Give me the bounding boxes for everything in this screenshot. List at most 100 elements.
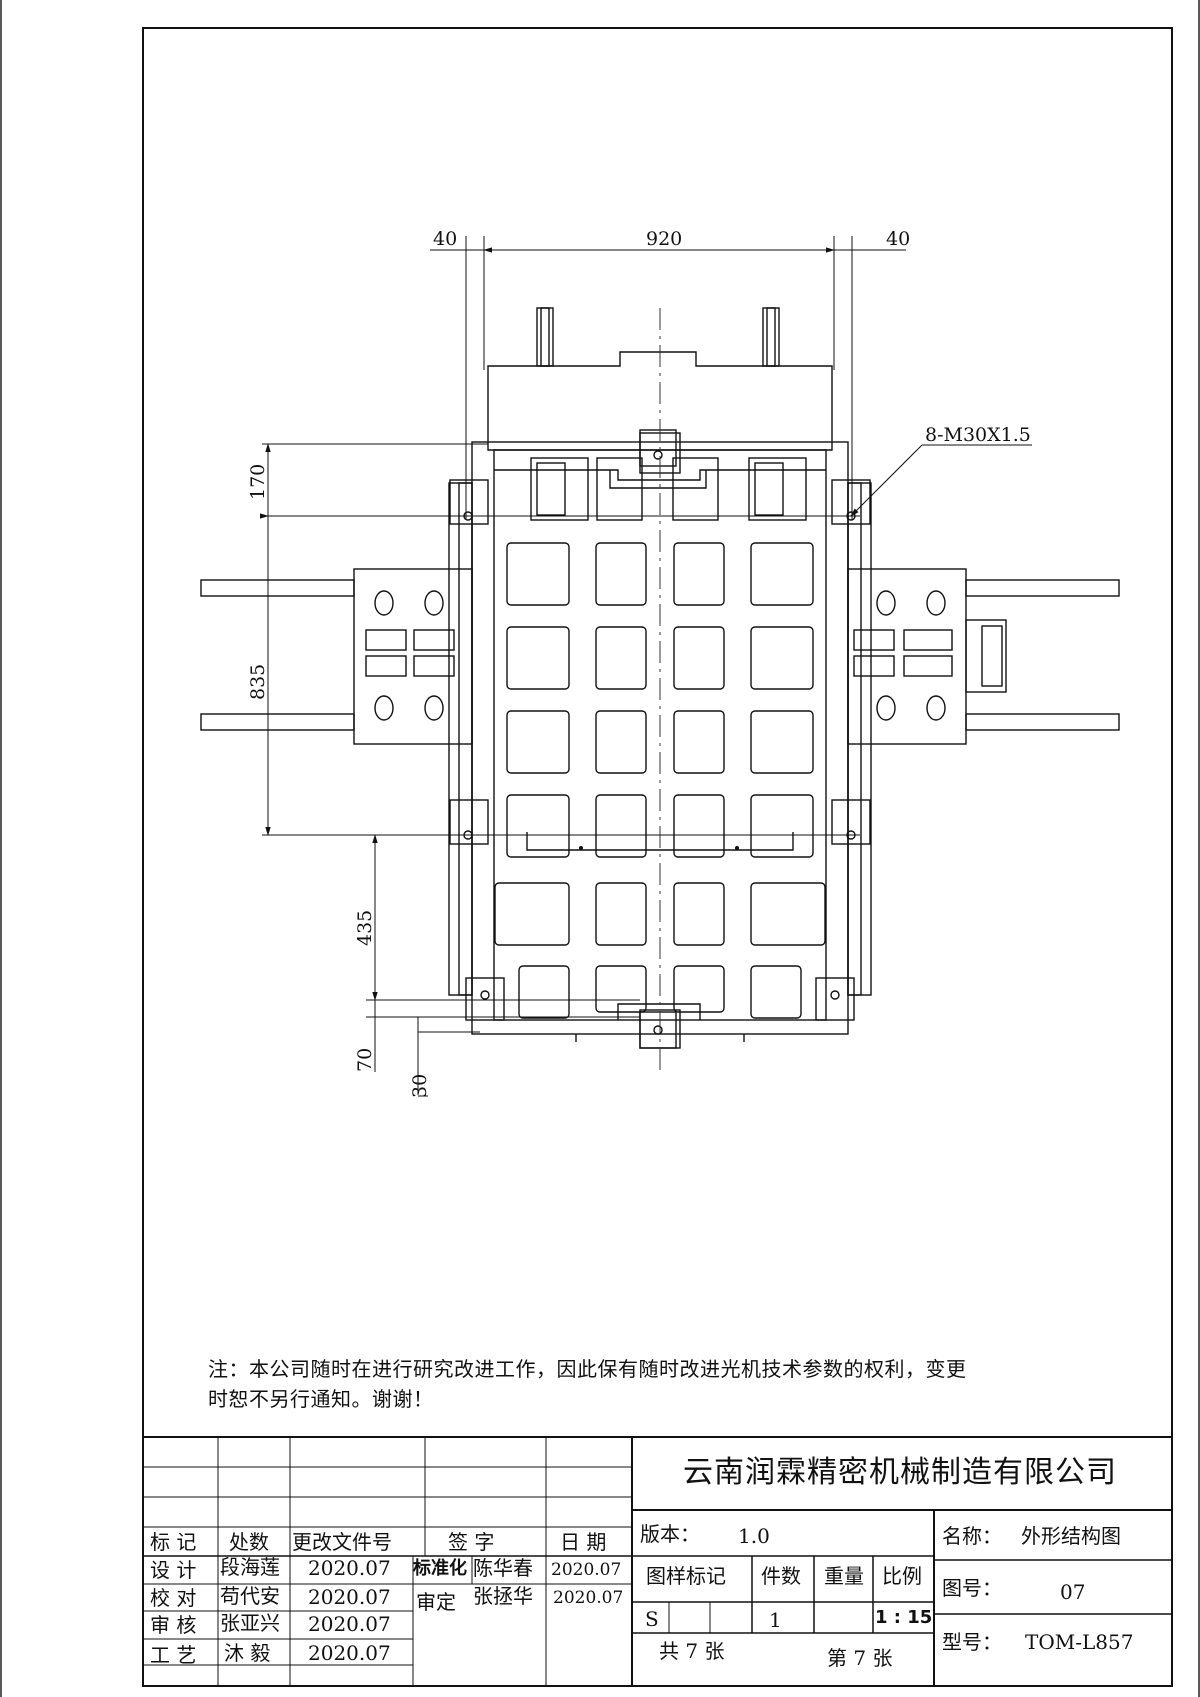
wing-slot (424, 590, 444, 616)
sheet-number: 第 7 张 (827, 1646, 893, 1670)
rail-left-2 (458, 482, 473, 996)
wing-cell (903, 655, 953, 677)
scale-value: 1 : 15 (875, 1607, 933, 1628)
mount-hole (480, 990, 490, 1000)
cell (673, 542, 725, 606)
wing-cell (413, 655, 455, 677)
left-arm-bottom (200, 713, 355, 731)
bottom-feet (575, 1034, 745, 1042)
wing-slot (374, 590, 394, 616)
thread-callout: 8-M30X1.5 (925, 424, 1031, 446)
mount-hole (653, 1025, 663, 1035)
cell (750, 542, 814, 606)
cell (595, 626, 647, 690)
cell (494, 882, 570, 946)
mount-block (831, 799, 871, 845)
wing-cell (853, 629, 895, 651)
cell (750, 965, 802, 1019)
cell (750, 710, 814, 774)
approval-name: 张拯华 (473, 1584, 533, 1608)
cell (673, 626, 725, 690)
mount-hole (653, 450, 663, 460)
drawing-no-value: 07 (1060, 1580, 1086, 1604)
cell (673, 965, 725, 1013)
mount-block (639, 429, 677, 467)
total-sheets: 共 7 张 (659, 1639, 725, 1663)
cell (750, 794, 814, 858)
machine-top-view (200, 307, 1120, 1049)
wing-cell (365, 655, 407, 677)
wing-cell (903, 629, 953, 651)
dimensions (262, 236, 1032, 1097)
rev-header-sign: 签 字 (448, 1530, 495, 1554)
approval-date: 2020.07 (553, 1588, 624, 1608)
cell (506, 626, 570, 690)
top-pocket (609, 470, 707, 489)
dim-40-right: 40 (886, 228, 910, 250)
wing-slot (876, 695, 896, 721)
name-value: 外形结构图 (1021, 1524, 1121, 1548)
stage-mark-value: S (645, 1607, 659, 1631)
standardization-name: 陈华春 (473, 1556, 533, 1580)
cell (595, 965, 647, 1013)
company-name: 云南润霖精密机械制造有限公司 (683, 1455, 1117, 1490)
header-stage-mark: 图样标记 (646, 1564, 726, 1588)
slot-block-tl-in (536, 462, 566, 516)
date-design: 2020.07 (308, 1556, 391, 1580)
top-post-left-face (540, 307, 550, 367)
cell (506, 542, 570, 606)
name-design: 段海莲 (220, 1555, 280, 1579)
cell (595, 794, 647, 858)
center-dot (735, 846, 739, 850)
version-value: 1.0 (738, 1524, 770, 1548)
cell (750, 882, 826, 946)
dim-40-left: 40 (433, 228, 457, 250)
dim-435: 435 (354, 910, 376, 946)
mount-block (449, 479, 489, 525)
right-arm-top (965, 579, 1120, 597)
saddle-outline (526, 832, 794, 851)
rev-header-docno: 更改文件号 (292, 1530, 392, 1554)
right-arm-bottom (965, 713, 1120, 731)
mount-block (831, 479, 871, 525)
name-label: 名称： (942, 1524, 1002, 1548)
cell (673, 882, 725, 946)
wing-slot (424, 695, 444, 721)
wing-cell (413, 629, 455, 651)
left-wing (353, 568, 473, 745)
top-post-right (762, 307, 780, 367)
model-value: TOM-L857 (1025, 1630, 1134, 1654)
cell (673, 710, 725, 774)
top-post-right-face (766, 307, 776, 367)
dim-70: 70 (354, 1048, 376, 1072)
cell (750, 626, 814, 690)
bottom-pocket (617, 1003, 701, 1020)
name-review: 张亚兴 (220, 1611, 280, 1635)
slot-block-tl (530, 457, 589, 521)
standardization-date: 2020.07 (551, 1560, 622, 1580)
rev-header-date: 日 期 (560, 1530, 607, 1554)
cell (506, 794, 570, 858)
slot-block-tr (748, 457, 807, 521)
drawing-no-label: 图号： (942, 1576, 1002, 1600)
top-cell-2 (596, 457, 643, 521)
drawing-frame (142, 27, 1173, 1687)
role-design: 设 计 (150, 1558, 197, 1582)
wing-slot (876, 590, 896, 616)
date-check: 2020.07 (308, 1585, 391, 1609)
rev-header-mark: 标 记 (150, 1530, 197, 1554)
cell (518, 965, 570, 1019)
mount-hole (830, 990, 840, 1000)
top-cell-3 (672, 457, 719, 521)
dim-170: 170 (247, 464, 269, 500)
rail-right-2 (847, 482, 862, 996)
rev-header-count: 处数 (229, 1530, 269, 1554)
rail-left-1 (448, 482, 473, 996)
wing-cell (853, 655, 895, 677)
cell (595, 542, 647, 606)
cell (506, 710, 570, 774)
wing-cell (365, 629, 407, 651)
header-scale: 比例 (882, 1564, 922, 1588)
dim-30: 30 (409, 1074, 431, 1098)
wing-slot (926, 590, 946, 616)
